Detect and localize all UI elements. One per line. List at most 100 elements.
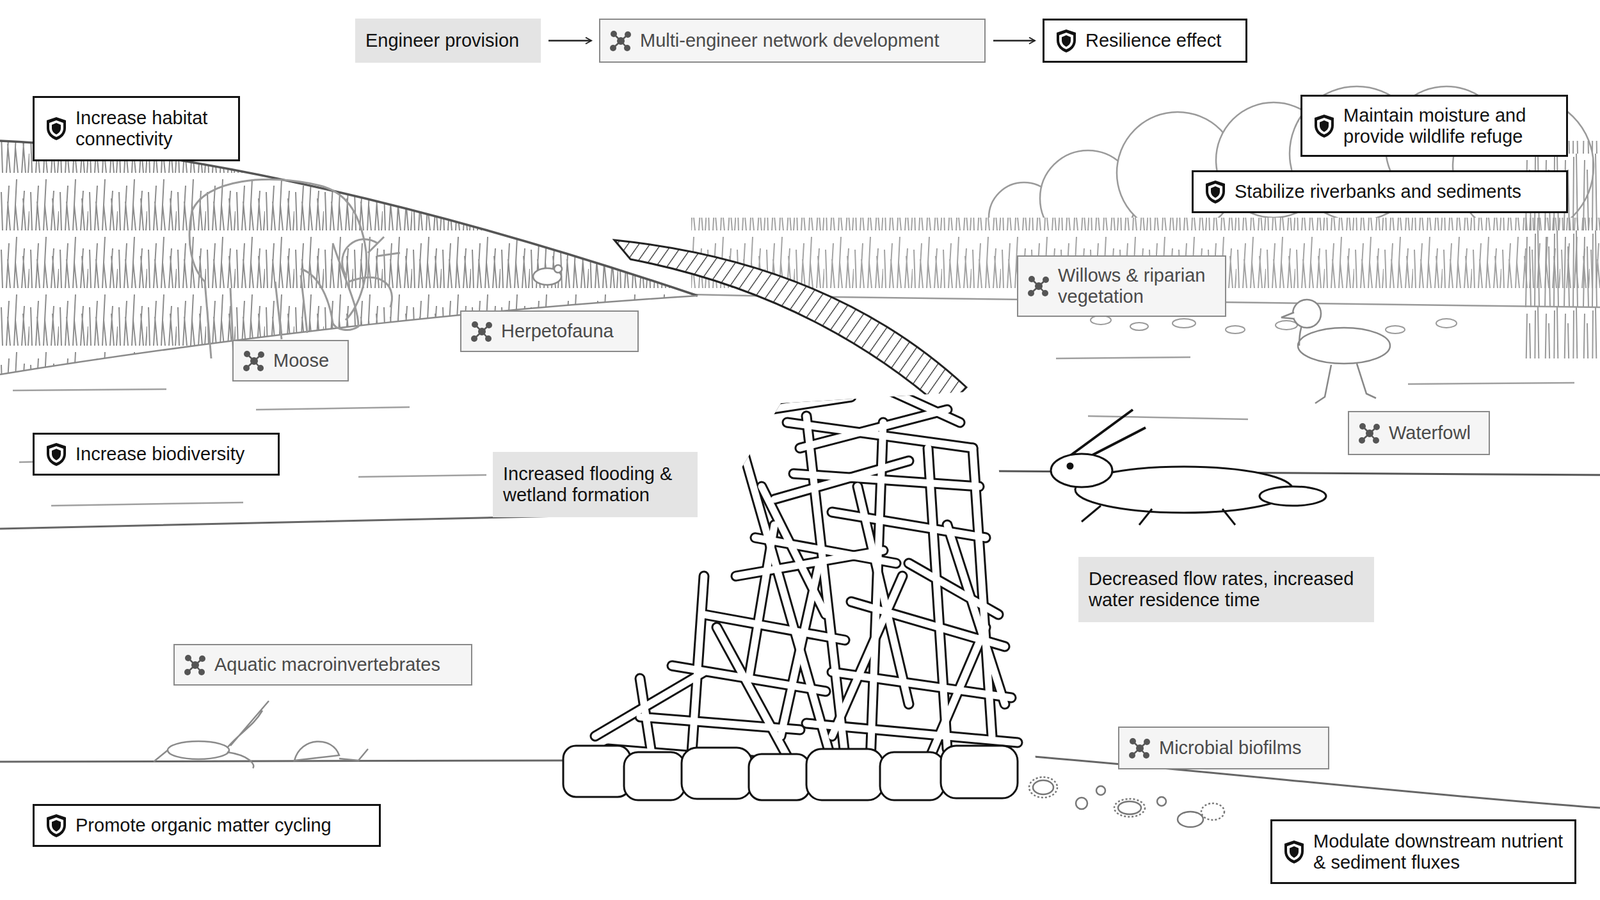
network-icon [242, 349, 266, 373]
snail-shell [294, 741, 340, 761]
frog [533, 264, 562, 285]
box-label: Waterfowl [1388, 422, 1471, 444]
microbe [1096, 785, 1106, 795]
moose-head [300, 243, 359, 330]
moose-antlers [342, 236, 400, 308]
ripple [1408, 382, 1575, 384]
box-label: Resilience effect [1085, 30, 1222, 52]
box-text-group: Microbial biofilms [1159, 737, 1302, 759]
microbe [1177, 811, 1204, 827]
microbes [1029, 776, 1225, 827]
beaver-tail [1259, 486, 1327, 506]
stick-outlines [595, 390, 1018, 768]
resilience-box: Modulate downstream nutrient & sediment … [1270, 819, 1577, 884]
pebble [1275, 320, 1298, 330]
stick-fills [595, 390, 1018, 768]
beaver-head [1050, 453, 1113, 488]
box-text-group: Increase biodiversity [75, 443, 245, 465]
microbe [1118, 801, 1142, 815]
moose [189, 179, 400, 359]
pebble [1172, 318, 1196, 328]
network-icon [1358, 421, 1382, 445]
box-text-group: Engineer provision [365, 30, 520, 52]
beaver-eye [1067, 463, 1073, 469]
dam-sticks [595, 390, 1018, 768]
left-riverbed [0, 760, 576, 762]
box-text-group: Promote organic matter cycling [75, 814, 332, 836]
box-label: Herpetofauna [501, 320, 614, 342]
pebbles [1090, 315, 1457, 334]
resilience-box: Stabilize riverbanks and sediments [1191, 170, 1568, 214]
box-label: Moose [273, 350, 329, 372]
microbe [1114, 798, 1145, 817]
duck-feet [1315, 363, 1376, 404]
box-text-group: Waterfowl [1388, 422, 1471, 444]
resilience-box: Promote organic matter cycling [32, 803, 381, 847]
snail-foot [339, 748, 368, 761]
microbe [1075, 797, 1088, 809]
resilience-box: Maintain moisture and provide wildlife r… [1300, 94, 1568, 157]
microbe [1029, 776, 1058, 798]
ripple [1088, 416, 1248, 420]
crayfish-body [167, 741, 230, 760]
pebble [1436, 318, 1457, 328]
shield-icon [44, 441, 68, 468]
box-text-group: Modulate downstream nutrient & sediment … [1313, 830, 1565, 873]
duck-head [1292, 299, 1321, 328]
box-text-group: Willows & riparian vegetation [1057, 264, 1216, 308]
shield-icon [44, 812, 68, 839]
pebble [1090, 315, 1112, 325]
box-label: Increase biodiversity [75, 443, 245, 465]
box-label: Promote organic matter cycling [75, 814, 332, 836]
network-icon [609, 29, 633, 53]
dam-crest-outline [614, 240, 967, 410]
stone [681, 747, 752, 799]
box-text-group: Resilience effect [1085, 30, 1222, 52]
pebble [1225, 325, 1245, 334]
box-label: Willows & riparian vegetation [1057, 264, 1216, 308]
duck-bill [1281, 312, 1295, 319]
engineer-box: Increased flooding & wetland formation [492, 451, 698, 518]
network-icon [1027, 274, 1051, 298]
bank-line [0, 140, 698, 296]
shield-icon [44, 115, 68, 142]
resilience-box: Increase habitat connectivity [32, 96, 240, 162]
box-label: Modulate downstream nutrient & sediment … [1313, 830, 1565, 873]
snail [294, 741, 368, 761]
shield-icon [1054, 28, 1078, 54]
network-icon [1128, 736, 1152, 760]
microbe [1157, 796, 1167, 806]
resilience-box: Resilience effect [1042, 18, 1248, 63]
stone [624, 752, 685, 800]
network-box: Multi-engineer network development [599, 18, 986, 63]
moose-back [192, 179, 367, 320]
stone [880, 752, 944, 800]
duck [1281, 299, 1391, 404]
shield-icon [1312, 113, 1336, 139]
flow-arrow [993, 39, 1035, 42]
box-label: Decreased flow rates, increased water re… [1088, 568, 1364, 611]
box-text-group: Multi-engineer network development [640, 30, 939, 52]
box-label: Stabilize riverbanks and sediments [1234, 181, 1522, 203]
network-box: Aquatic macroinvertebrates [173, 643, 473, 686]
box-label: Aquatic macroinvertebrates [214, 654, 441, 676]
flow-arrow [548, 39, 592, 42]
box-label: Microbial biofilms [1159, 737, 1302, 759]
microbe [1032, 780, 1054, 795]
stone [563, 745, 631, 797]
network-box: Moose [232, 339, 349, 382]
microbe [1201, 803, 1225, 820]
shield-icon [1203, 179, 1227, 205]
box-text-group: Stabilize riverbanks and sediments [1234, 181, 1522, 203]
resilience-box: Increase biodiversity [32, 432, 280, 476]
ripple [1056, 357, 1191, 359]
network-icon [183, 653, 207, 677]
pebble [1130, 322, 1149, 331]
box-text-group: Maintain moisture and provide wildlife r… [1343, 104, 1556, 148]
network-box: Microbial biofilms [1118, 726, 1330, 770]
box-label: Maintain moisture and provide wildlife r… [1343, 104, 1556, 148]
box-label: Increased flooding & wetland formation [503, 463, 688, 506]
dam-crest [614, 240, 967, 410]
stone [806, 748, 884, 800]
engineer-box: Engineer provision [355, 18, 541, 63]
